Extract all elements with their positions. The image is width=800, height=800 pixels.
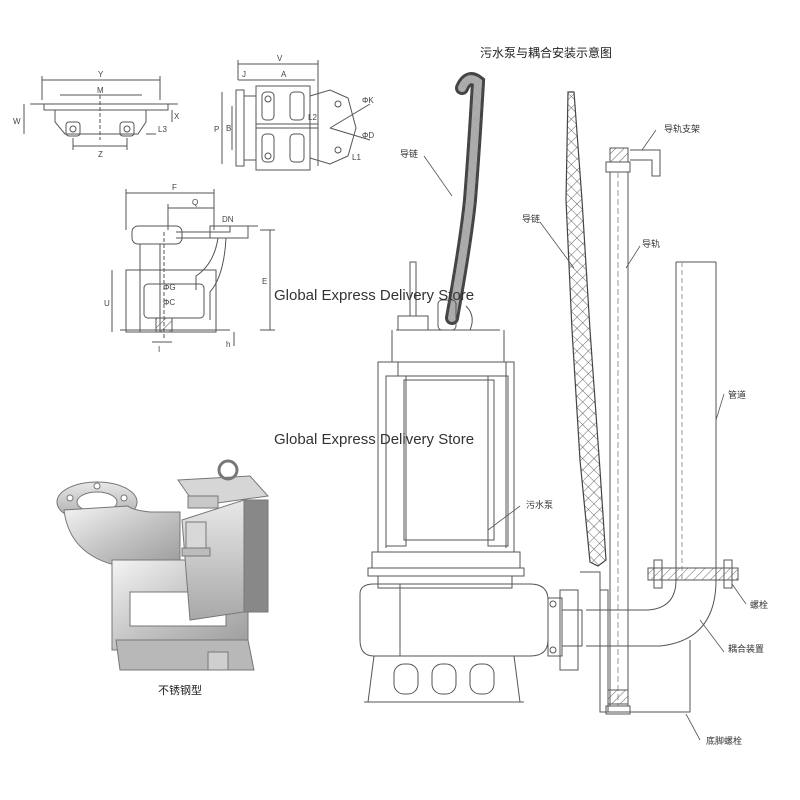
dim-z: Z <box>98 150 103 159</box>
dim-f: F <box>172 183 177 192</box>
plan-view-drawing <box>23 76 178 150</box>
stainless-coupling-illustration <box>56 459 270 671</box>
dim-k: ΦK <box>362 96 374 105</box>
front-view-drawing <box>221 60 371 171</box>
stainless-caption: 不锈钢型 <box>158 683 202 697</box>
dim-v: V <box>277 54 283 63</box>
dim-d: ΦD <box>362 131 374 140</box>
leader-lines <box>423 129 747 741</box>
dim-c: ΦC <box>163 298 175 307</box>
dim-l2: L2 <box>308 113 317 122</box>
dim-j: J <box>242 70 246 79</box>
label-sewage-pump: 污水泵 <box>526 499 553 511</box>
dim-w: W <box>13 117 21 126</box>
watermark-1: Global Express Delivery Store <box>274 287 474 304</box>
dim-l3: L3 <box>158 125 167 134</box>
dim-q: Q <box>192 198 198 207</box>
dim-g: ΦG <box>163 283 176 292</box>
dim-b: B <box>226 124 231 133</box>
dim-m: M <box>97 86 104 95</box>
diagram-title: 污水泵与耦合安装示意图 <box>480 45 612 60</box>
side-view-drawing <box>111 189 275 346</box>
label-guide-rail: 导轨 <box>642 238 660 250</box>
label-rail-bracket: 导轨支架 <box>664 123 700 135</box>
main-installation-drawing <box>359 72 739 715</box>
dim-h: h <box>226 340 230 349</box>
label-pipe: 管道 <box>728 389 746 401</box>
dim-x: X <box>174 112 180 121</box>
dim-dn: DN <box>222 215 234 224</box>
label-guide-chain-left: 导链 <box>400 148 418 160</box>
watermark-2: Global Express Delivery Store <box>274 431 474 448</box>
dim-i: I <box>158 345 160 354</box>
label-bolt: 螺栓 <box>750 599 768 611</box>
dim-y: Y <box>98 70 104 79</box>
label-coupling-device: 耦合装置 <box>728 643 764 655</box>
dim-a: A <box>281 70 287 79</box>
dim-u: U <box>104 299 110 308</box>
dim-l1: L1 <box>352 153 361 162</box>
label-guide-chain-right: 导链 <box>522 213 540 225</box>
dim-p: P <box>214 125 219 134</box>
label-anchor-bolt: 底脚螺栓 <box>706 735 742 747</box>
dim-e: E <box>262 277 267 286</box>
